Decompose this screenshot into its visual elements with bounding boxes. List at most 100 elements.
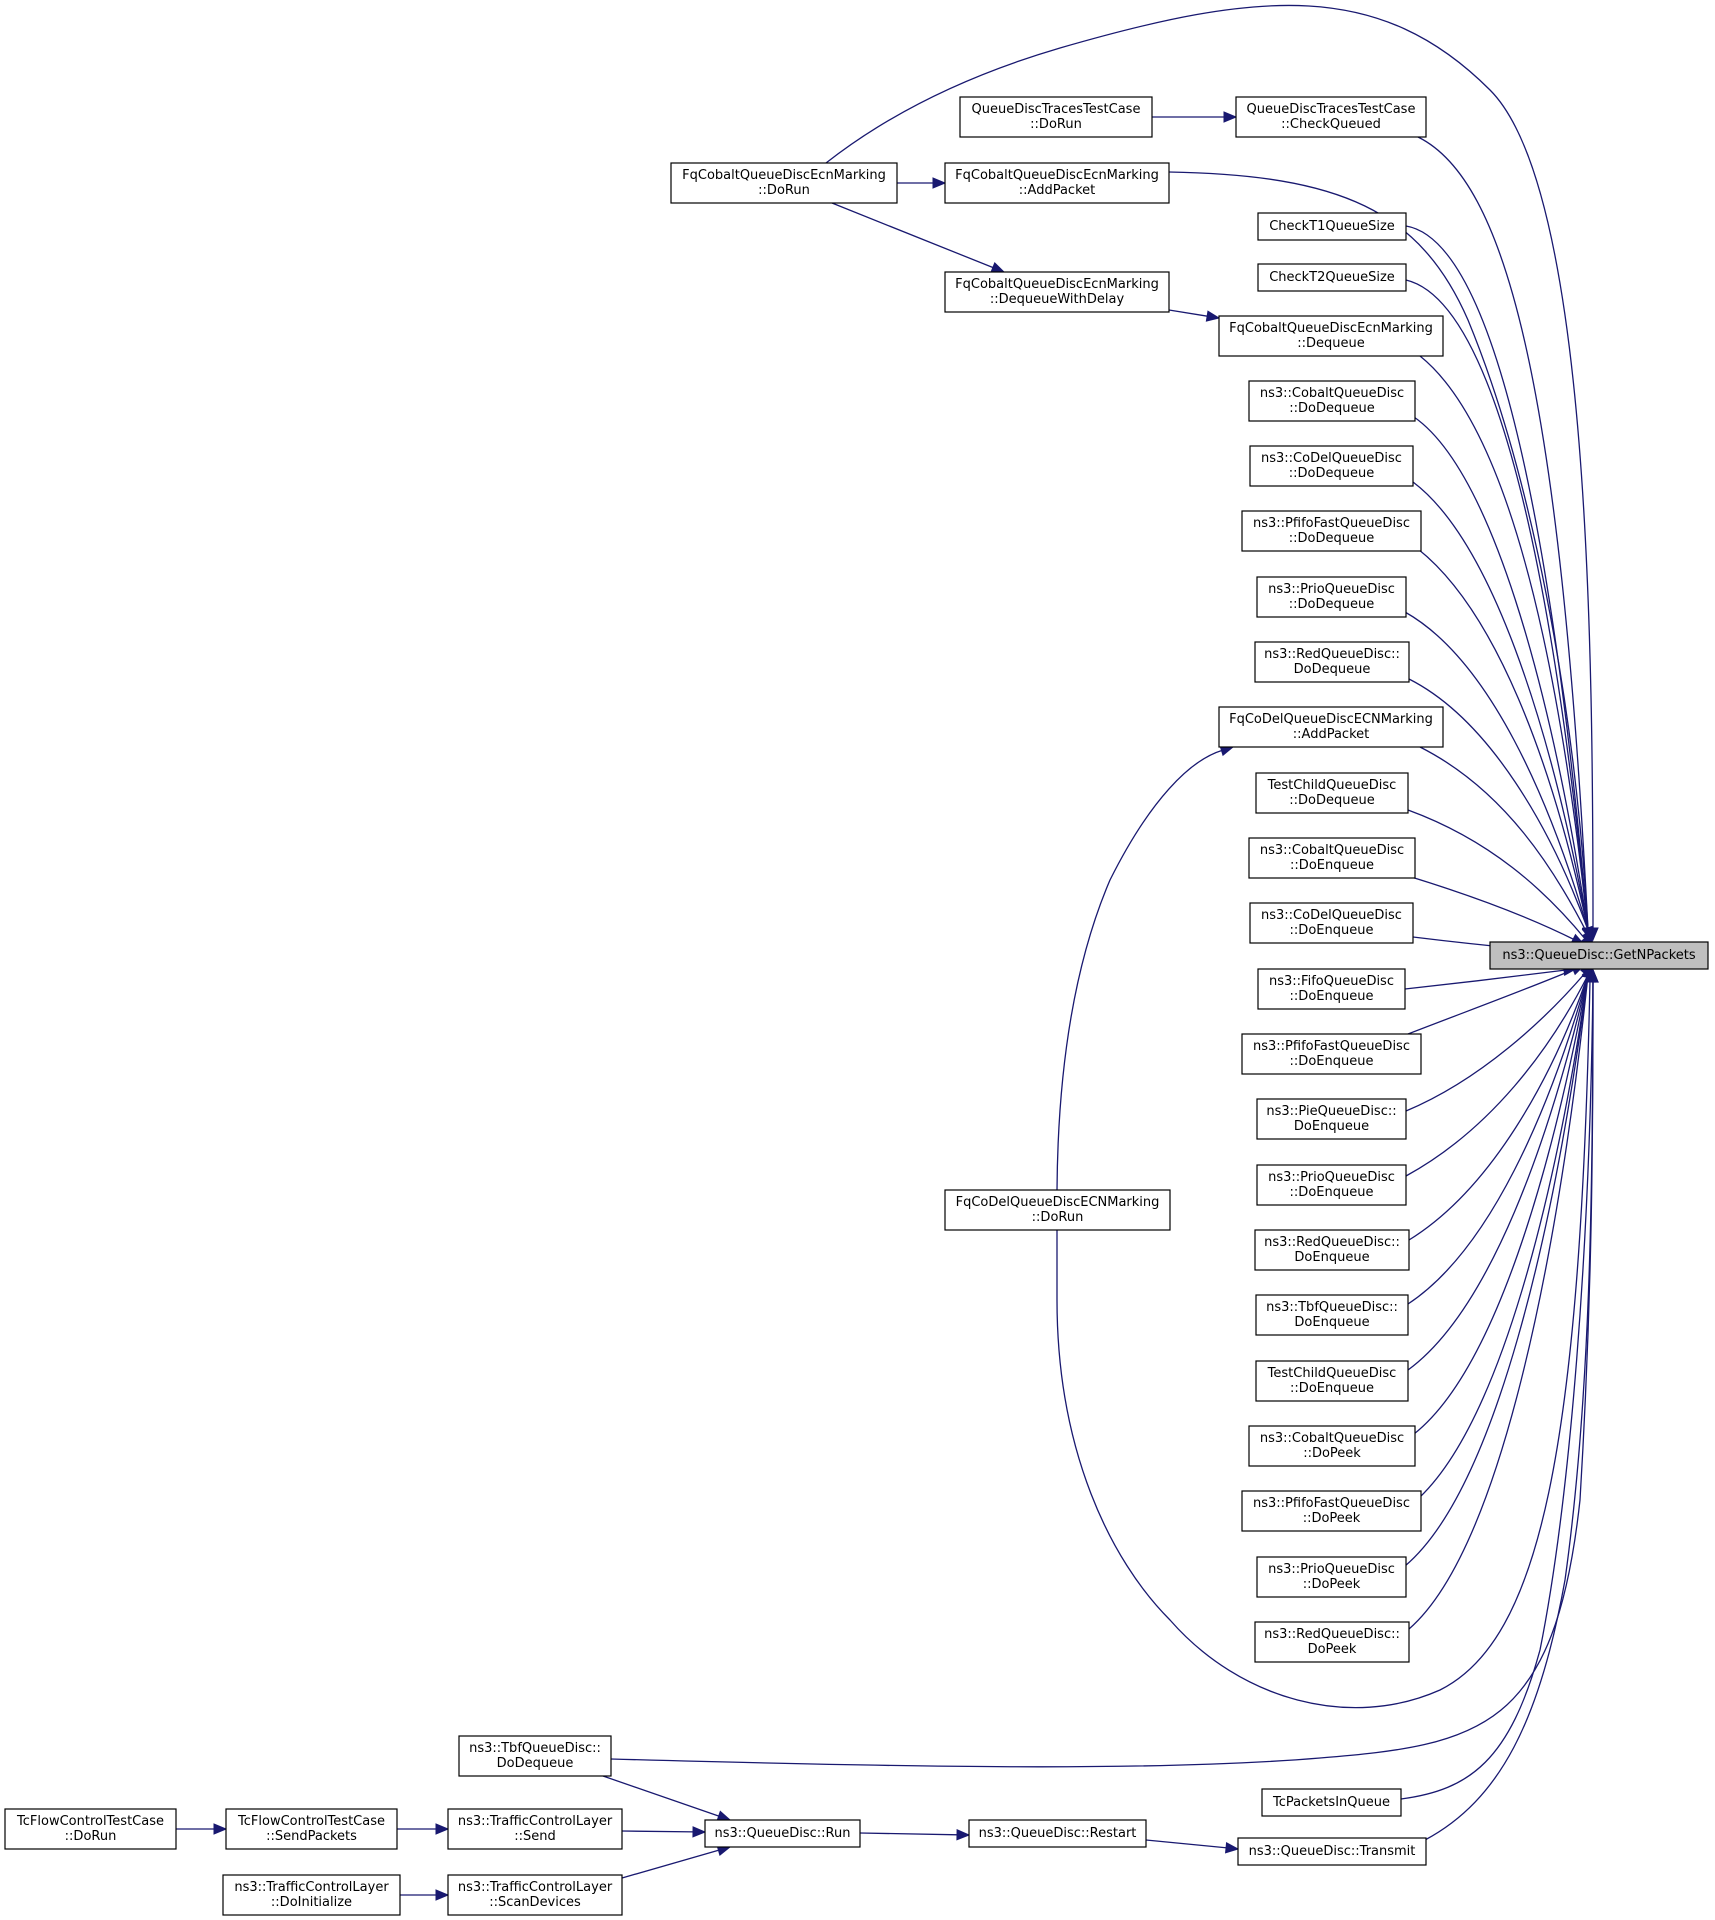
node-box[interactable] — [1261, 1788, 1402, 1817]
node-box[interactable] — [222, 1874, 401, 1916]
node-box[interactable] — [1257, 263, 1407, 292]
edge-line — [825, 4, 1594, 931]
node-ct2[interactable]: CheckT2QueueSize — [1257, 263, 1407, 292]
node-run[interactable]: ns3::QueueDisc::Run — [704, 1819, 861, 1848]
node-box[interactable] — [1248, 380, 1416, 422]
node-box[interactable] — [1257, 212, 1407, 241]
node-qdt_check[interactable]: QueueDiscTracesTestCase::CheckQueued — [1235, 96, 1427, 138]
node-fqc_deq[interactable]: FqCobaltQueueDiscEcnMarking::Dequeue — [1218, 315, 1444, 357]
node-tbf_de[interactable]: ns3::TbfQueueDisc::DoEnqueue — [1255, 1294, 1409, 1336]
node-box[interactable] — [944, 162, 1170, 204]
node-box[interactable] — [458, 1735, 612, 1777]
node-tcf_run[interactable]: TcFlowControlTestCase::DoRun — [4, 1808, 177, 1850]
node-prio_dd[interactable]: ns3::PrioQueueDisc::DoDequeue — [1256, 576, 1407, 618]
node-box[interactable] — [1248, 1425, 1416, 1467]
node-box[interactable] — [1489, 941, 1709, 970]
node-prio_dp[interactable]: ns3::PrioQueueDisc::DoPeek — [1256, 1556, 1407, 1598]
node-pf_dd[interactable]: ns3::PfifoFastQueueDisc::DoDequeue — [1241, 510, 1422, 552]
node-box[interactable] — [1255, 1294, 1409, 1336]
node-box[interactable] — [1256, 1556, 1407, 1598]
node-pf_dp[interactable]: ns3::PfifoFastQueueDisc::DoPeek — [1241, 1490, 1422, 1532]
edge-line — [1419, 974, 1589, 1498]
node-tc_dd[interactable]: TestChildQueueDisc::DoDequeue — [1255, 772, 1409, 814]
node-pie_de[interactable]: ns3::PieQueueDisc::DoEnqueue — [1256, 1098, 1407, 1140]
node-tcl_scan[interactable]: ns3::TrafficControlLayer::ScanDevices — [447, 1874, 623, 1916]
node-box[interactable] — [1218, 706, 1444, 748]
node-codel_de[interactable]: ns3::CoDelQueueDisc::DoEnqueue — [1249, 902, 1414, 944]
node-label: ::DoEnqueue — [1290, 1185, 1374, 1200]
node-pf_de[interactable]: ns3::PfifoFastQueueDisc::DoEnqueue — [1241, 1033, 1422, 1075]
node-box[interactable] — [1241, 1033, 1422, 1075]
node-label: DoEnqueue — [1294, 1250, 1369, 1265]
node-fqc_dqwd[interactable]: FqCobaltQueueDiscEcnMarking::DequeueWith… — [944, 271, 1170, 313]
node-box[interactable] — [1235, 96, 1427, 138]
node-fqcd_run[interactable]: FqCoDelQueueDiscECNMarking::DoRun — [944, 1189, 1171, 1231]
node-cob_dp[interactable]: ns3::CobaltQueueDisc::DoPeek — [1248, 1425, 1416, 1467]
node-prio_de[interactable]: ns3::PrioQueueDisc::DoEnqueue — [1256, 1164, 1407, 1206]
node-fqcd_add[interactable]: FqCoDelQueueDiscECNMarking::AddPacket — [1218, 706, 1444, 748]
node-box[interactable] — [1241, 510, 1422, 552]
node-box[interactable] — [944, 271, 1170, 313]
node-label: ns3::PrioQueueDisc — [1268, 1562, 1395, 1577]
node-fifo_de[interactable]: ns3::FifoQueueDisc::DoEnqueue — [1257, 968, 1406, 1010]
node-box[interactable] — [704, 1819, 861, 1848]
edge-arrowhead — [213, 1823, 228, 1835]
node-box[interactable] — [1257, 968, 1406, 1010]
node-box[interactable] — [1249, 902, 1414, 944]
node-box[interactable] — [1254, 641, 1410, 683]
node-transmit[interactable]: ns3::QueueDisc::Transmit — [1237, 1837, 1427, 1866]
node-tc_de[interactable]: TestChildQueueDisc::DoEnqueue — [1255, 1360, 1409, 1402]
node-box[interactable] — [4, 1808, 177, 1850]
node-label: DoEnqueue — [1294, 1119, 1369, 1134]
node-box[interactable] — [1241, 1490, 1422, 1532]
node-restart[interactable]: ns3::QueueDisc::Restart — [968, 1819, 1147, 1848]
node-ct1[interactable]: CheckT1QueueSize — [1257, 212, 1407, 241]
edge-arrowhead — [435, 1889, 450, 1901]
node-label: ns3::RedQueueDisc:: — [1264, 1627, 1400, 1642]
node-box[interactable] — [670, 162, 898, 204]
node-tcf_send[interactable]: TcFlowControlTestCase::SendPackets — [225, 1808, 398, 1850]
node-box[interactable] — [225, 1808, 398, 1850]
edge-line — [1413, 974, 1589, 1435]
node-label: DoEnqueue — [1294, 1315, 1369, 1330]
node-getn[interactable]: ns3::QueueDisc::GetNPackets — [1489, 941, 1709, 970]
node-box[interactable] — [447, 1808, 623, 1850]
node-box[interactable] — [968, 1819, 1147, 1848]
node-box[interactable] — [1237, 1837, 1427, 1866]
node-box[interactable] — [1218, 315, 1444, 357]
node-label: TestChildQueueDisc — [1267, 778, 1397, 793]
node-cob_dd[interactable]: ns3::CobaltQueueDisc::DoDequeue — [1248, 380, 1416, 422]
node-fqc_dorun[interactable]: FqCobaltQueueDiscEcnMarking::DoRun — [670, 162, 898, 204]
node-box[interactable] — [1249, 445, 1414, 487]
node-label: ns3::CobaltQueueDisc — [1260, 1431, 1404, 1446]
node-label: ns3::TbfQueueDisc:: — [469, 1741, 601, 1756]
node-qdt_dorun[interactable]: QueueDiscTracesTestCase::DoRun — [959, 96, 1153, 138]
node-box[interactable] — [1256, 1098, 1407, 1140]
node-box[interactable] — [1254, 1621, 1410, 1663]
node-label: DoPeek — [1308, 1642, 1357, 1657]
node-tbf_dd[interactable]: ns3::TbfQueueDisc::DoDequeue — [458, 1735, 612, 1777]
node-tcl_init[interactable]: ns3::TrafficControlLayer::DoInitialize — [222, 1874, 401, 1916]
node-box[interactable] — [1255, 1360, 1409, 1402]
node-red_de[interactable]: ns3::RedQueueDisc::DoEnqueue — [1254, 1229, 1410, 1271]
node-box[interactable] — [447, 1874, 623, 1916]
node-codel_dd[interactable]: ns3::CoDelQueueDisc::DoDequeue — [1249, 445, 1414, 487]
edge-tcf_run-to-tcf_send — [176, 1823, 228, 1835]
node-cob_de[interactable]: ns3::CobaltQueueDisc::DoEnqueue — [1248, 837, 1416, 879]
node-tcl_send[interactable]: ns3::TrafficControlLayer::Send — [447, 1808, 623, 1850]
node-box[interactable] — [1254, 1229, 1410, 1271]
node-red_dp[interactable]: ns3::RedQueueDisc::DoPeek — [1254, 1621, 1410, 1663]
node-box[interactable] — [944, 1189, 1171, 1231]
node-box[interactable] — [1255, 772, 1409, 814]
node-box[interactable] — [1256, 576, 1407, 618]
node-label: ::DoDequeue — [1289, 793, 1374, 808]
node-box[interactable] — [959, 96, 1153, 138]
node-box[interactable] — [1248, 837, 1416, 879]
node-red_dd[interactable]: ns3::RedQueueDisc::DoDequeue — [1254, 641, 1410, 683]
node-label: ::ScanDevices — [489, 1895, 581, 1910]
node-label: ns3::RedQueueDisc:: — [1264, 1235, 1400, 1250]
node-tcpiq[interactable]: TcPacketsInQueue — [1261, 1788, 1402, 1817]
node-fqc_add[interactable]: FqCobaltQueueDiscEcnMarking::AddPacket — [944, 162, 1170, 204]
node-box[interactable] — [1256, 1164, 1407, 1206]
